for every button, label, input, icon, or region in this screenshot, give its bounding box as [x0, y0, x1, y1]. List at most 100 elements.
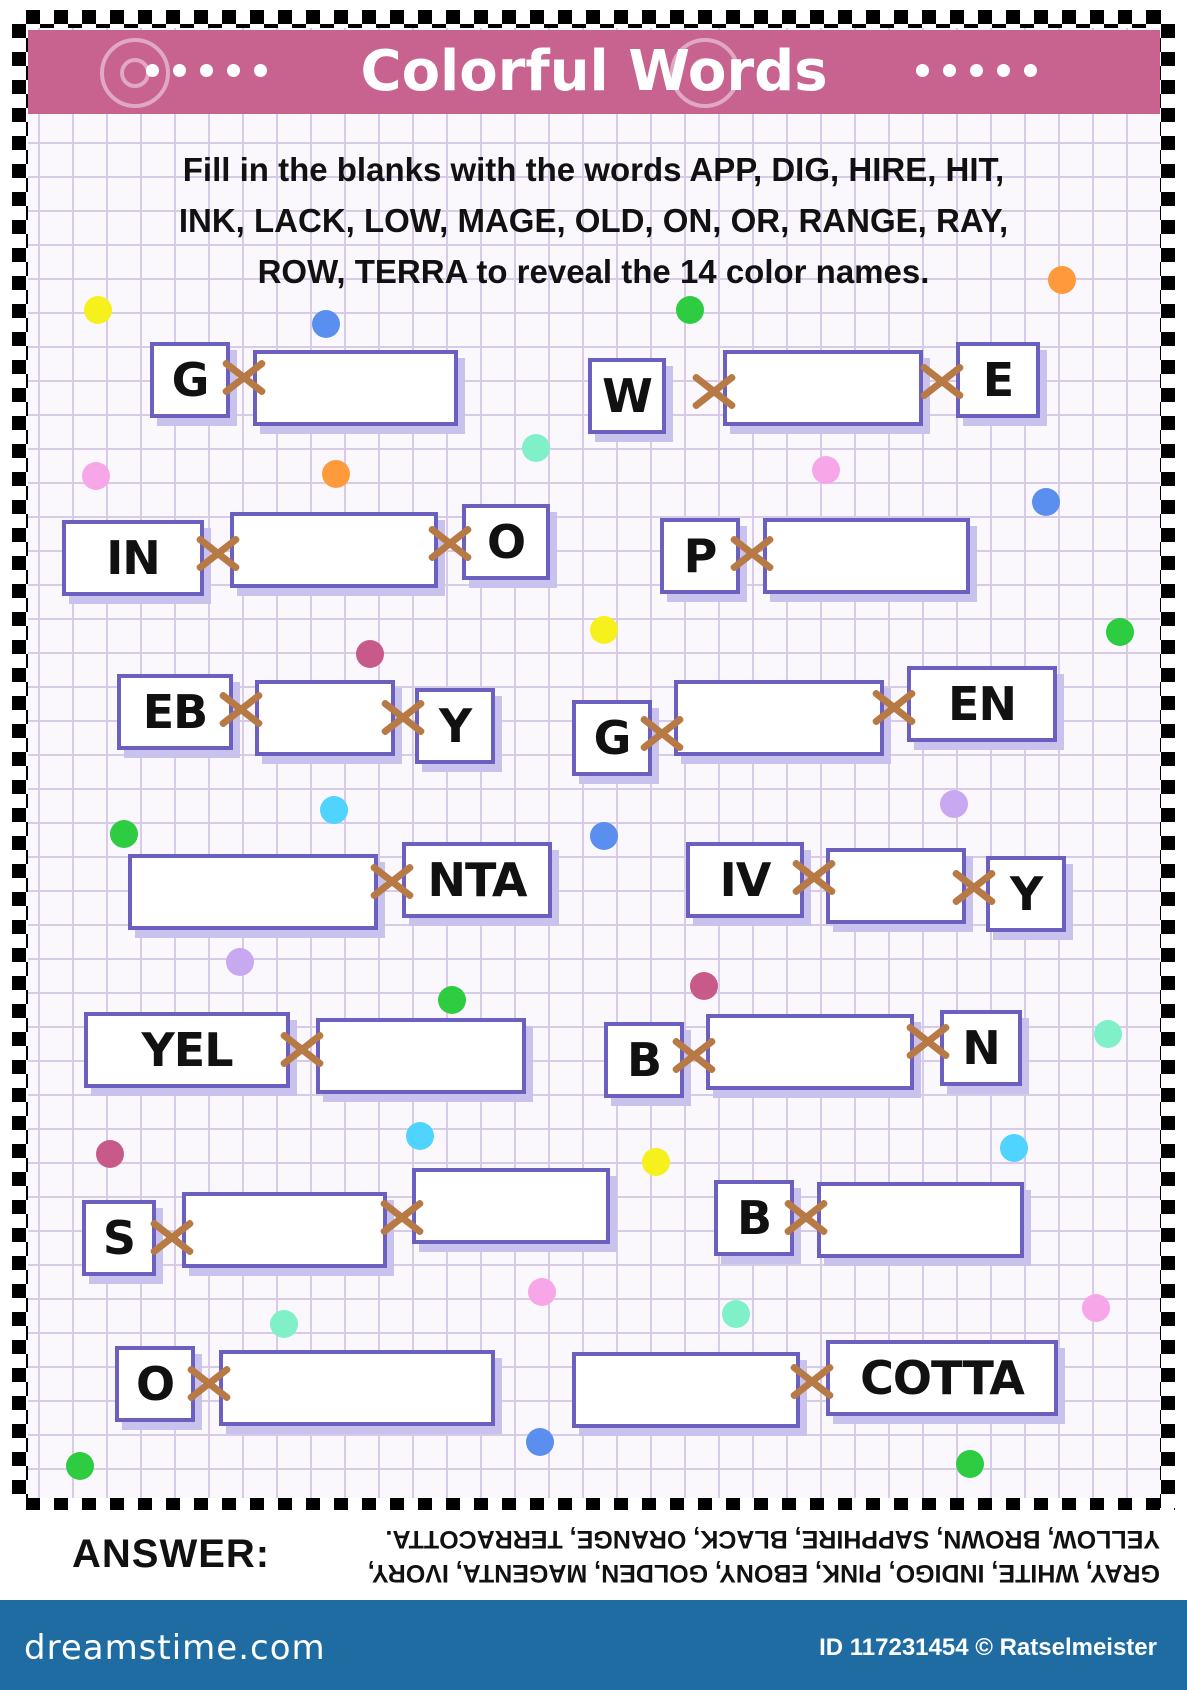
confetti-dot	[940, 790, 968, 818]
tape-cross-icon	[148, 1216, 196, 1260]
prefix-text: B	[626, 1033, 662, 1087]
confetti-dot	[84, 296, 112, 324]
word-puzzle: EB Y	[117, 674, 507, 764]
prefix-text: YEL	[141, 1023, 233, 1077]
tape-cross-icon	[788, 1360, 836, 1404]
blank-box[interactable]	[723, 350, 923, 426]
tape-cross-icon	[220, 356, 268, 400]
letter-box: O	[115, 1346, 195, 1422]
instructions-line: Fill in the blanks with the words APP, D…	[182, 151, 1005, 188]
word-puzzle: YEL	[84, 1012, 534, 1094]
suffix-text: COTTA	[860, 1351, 1025, 1405]
tape-cross-icon	[870, 686, 918, 730]
answer-text-upside-down: GRAY, WHITE, INDIGO, PINK, EBONY, GOLDEN…	[300, 1522, 1160, 1590]
tape-cross-icon	[194, 532, 242, 576]
blank-box[interactable]	[182, 1192, 387, 1268]
confetti-dot	[1032, 488, 1060, 516]
blank-box[interactable]	[674, 680, 884, 756]
tape-cross-icon	[782, 1196, 830, 1240]
blank-box[interactable]	[255, 680, 395, 756]
footer-logo[interactable]: dreamstime.com	[24, 1628, 326, 1668]
confetti-dot	[226, 948, 254, 976]
letter-box: S	[82, 1200, 156, 1276]
prefix-text: IV	[719, 853, 772, 907]
tape-cross-icon	[368, 860, 416, 904]
watermark-swirl-icon	[670, 38, 740, 108]
letter-box: COTTA	[826, 1340, 1058, 1416]
blank-box[interactable]	[412, 1168, 610, 1244]
prefix-text: G	[593, 711, 632, 765]
blank-box[interactable]	[572, 1352, 800, 1428]
confetti-dot	[270, 1310, 298, 1338]
banner-dots-right	[916, 64, 1056, 78]
word-puzzle: IV Y	[686, 842, 1066, 932]
letter-box: EB	[117, 674, 233, 750]
letter-box: EN	[907, 666, 1057, 742]
letter-box: IN	[62, 520, 204, 596]
blank-box[interactable]	[706, 1014, 914, 1090]
suffix-text: E	[982, 353, 1014, 407]
tape-cross-icon	[690, 370, 738, 414]
tape-cross-icon	[217, 688, 265, 732]
word-puzzle: P	[660, 518, 980, 594]
tape-cross-icon	[278, 1028, 326, 1072]
prefix-text: B	[736, 1191, 772, 1245]
confetti-dot	[526, 1428, 554, 1456]
blank-box[interactable]	[219, 1350, 495, 1426]
confetti-dot	[1000, 1134, 1028, 1162]
prefix-text: IN	[106, 531, 161, 585]
blank-box[interactable]	[763, 518, 970, 594]
word-puzzle: S	[82, 1168, 622, 1276]
suffix-text: N	[962, 1021, 1001, 1075]
suffix-text: Y	[1009, 867, 1043, 921]
tape-cross-icon	[918, 360, 966, 404]
tape-cross-icon	[950, 866, 998, 910]
confetti-dot	[1082, 1294, 1110, 1322]
confetti-dot	[956, 1450, 984, 1478]
letter-box: G	[150, 342, 230, 418]
letter-box: P	[660, 518, 740, 594]
banner-dots-left	[146, 64, 286, 78]
confetti-dot	[438, 986, 466, 1014]
prefix-text: S	[102, 1211, 136, 1265]
tape-cross-icon	[185, 1362, 233, 1406]
letter-box: E	[956, 342, 1040, 418]
prefix-text: EB	[142, 685, 208, 739]
tape-cross-icon	[638, 712, 686, 756]
word-puzzle: W E	[588, 342, 1048, 434]
prefix-text: G	[171, 353, 210, 407]
confetti-dot	[590, 616, 618, 644]
confetti-dot	[96, 1140, 124, 1168]
blank-box[interactable]	[316, 1018, 526, 1094]
prefix-text: P	[683, 529, 718, 583]
confetti-dot	[356, 640, 384, 668]
letter-box: NTA	[402, 842, 552, 918]
blank-box[interactable]	[817, 1182, 1024, 1258]
tape-cross-icon	[904, 1020, 952, 1064]
footer-bar: dreamstime.com ID 117231454 © Ratselmeis…	[0, 1600, 1187, 1690]
confetti-dot	[642, 1148, 670, 1176]
confetti-dot	[322, 460, 350, 488]
suffix-text: O	[486, 515, 526, 569]
confetti-dot	[110, 820, 138, 848]
tape-cross-icon	[728, 532, 776, 576]
blank-box[interactable]	[128, 854, 378, 930]
word-puzzle: COTTA	[572, 1340, 1062, 1428]
tape-cross-icon	[378, 1196, 426, 1240]
suffix-text: EN	[948, 677, 1017, 731]
word-puzzle: B N	[604, 1010, 1024, 1098]
blank-box[interactable]	[253, 350, 458, 426]
instructions-line: INK, LACK, LOW, MAGE, OLD, ON, OR, RANGE…	[178, 202, 1009, 239]
confetti-dot	[522, 434, 550, 462]
confetti-dot	[690, 972, 718, 1000]
letter-box: W	[588, 358, 666, 434]
suffix-text: NTA	[427, 853, 528, 907]
letter-box: YEL	[84, 1012, 290, 1088]
blank-box[interactable]	[826, 848, 966, 924]
prefix-text: W	[602, 369, 653, 423]
answer-label: ANSWER:	[72, 1532, 271, 1576]
blank-box[interactable]	[230, 512, 438, 588]
confetti-dot	[82, 462, 110, 490]
confetti-dot	[590, 822, 618, 850]
confetti-dot	[528, 1278, 556, 1306]
